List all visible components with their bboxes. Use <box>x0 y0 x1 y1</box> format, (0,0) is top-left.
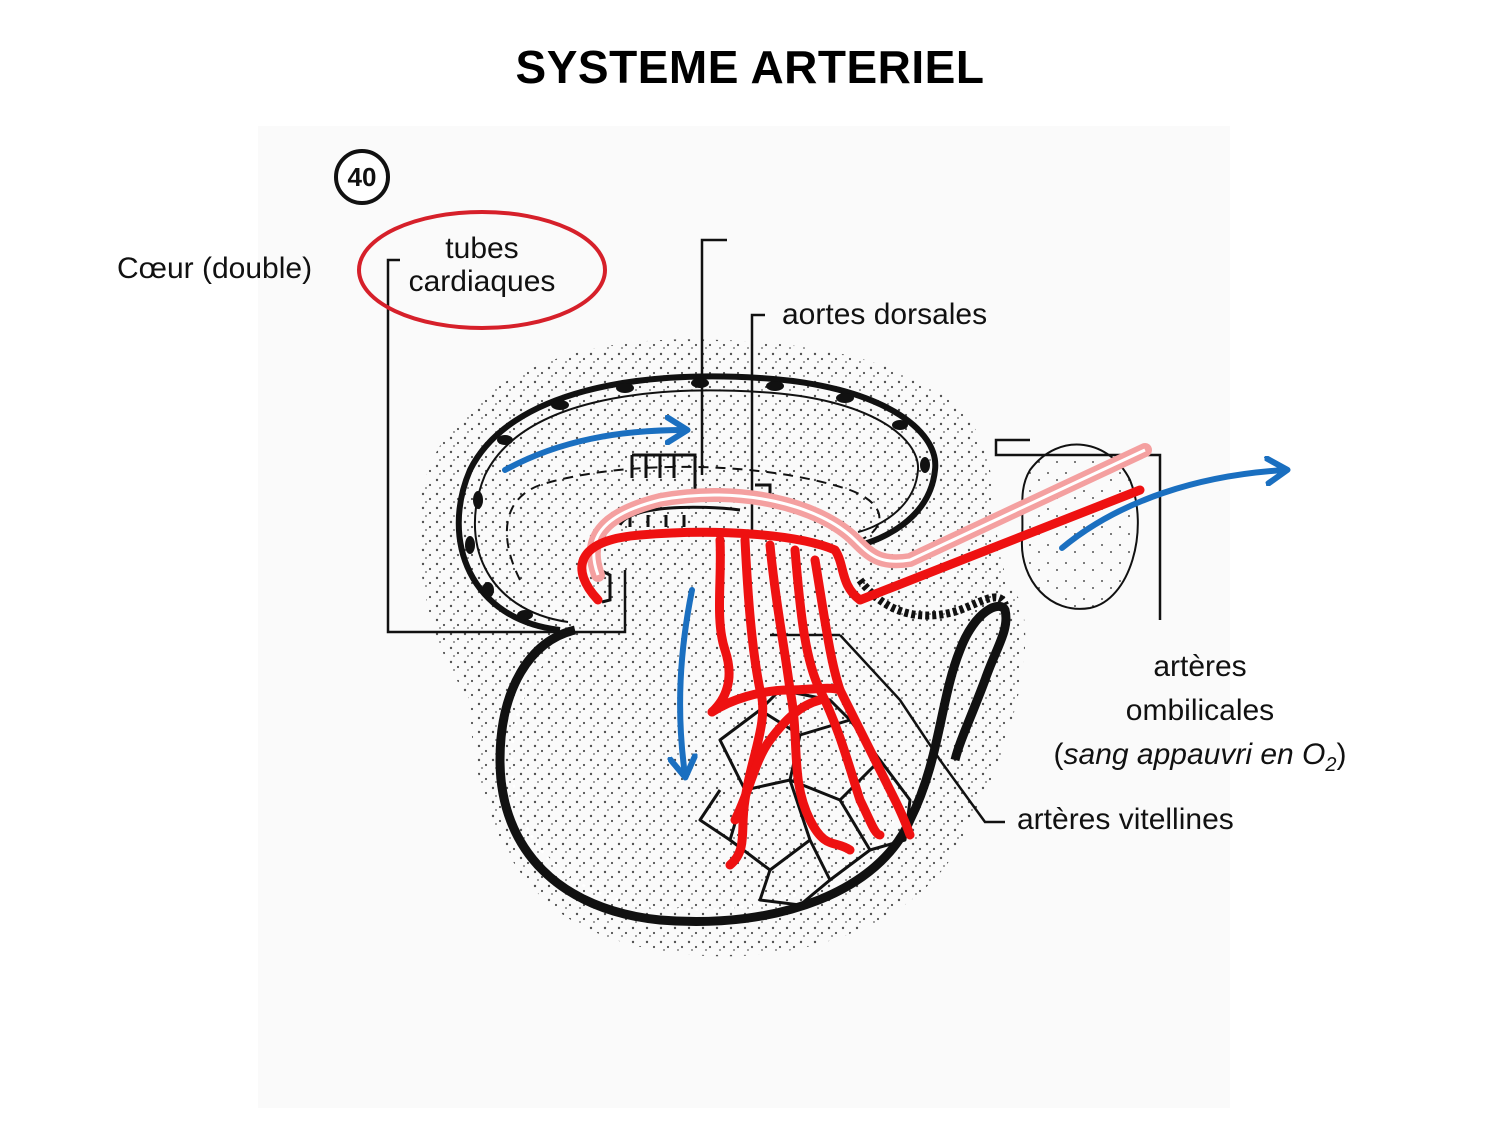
label-heart: Cœur (double) <box>117 252 313 285</box>
vitelline-branch-5 <box>810 555 915 840</box>
label-umbilical-line2: ombilicales <box>1125 694 1275 727</box>
highlight-ellipse <box>357 210 607 330</box>
label-cardiac-tubes: tubes cardiaques <box>392 232 572 298</box>
dorsal-aorta-red <box>577 485 1145 605</box>
label-umbilical-line1: artères <box>1153 650 1247 683</box>
label-dorsal-aortas: aortes dorsales <box>782 298 988 331</box>
gut-wall <box>856 577 1009 620</box>
flow-arrow-down-vitelline <box>680 587 692 775</box>
umbilical-note-italic: sang appauvri en O2 <box>1063 738 1337 776</box>
umbilical-note-sub: 2 <box>1325 754 1337 776</box>
vitelline-cross-1 <box>707 683 845 717</box>
figure-number-badge: 40 <box>334 149 390 205</box>
label-vitelline-arteries: artères vitellines <box>1017 803 1234 836</box>
flow-arrow-to-heart <box>502 430 685 473</box>
vitelline-branch-4 <box>790 545 885 840</box>
label-cardiac-tubes-line1: tubes <box>445 232 519 265</box>
amnion-outline <box>455 373 939 633</box>
vitelline-branch-2 <box>725 535 768 870</box>
vitelline-cross-2 <box>730 695 825 825</box>
amnion-cells <box>465 378 930 620</box>
label-cardiac-tubes-line2: cardiaques <box>408 265 556 298</box>
slide-title: SYSTEME ARTERIEL <box>515 41 985 93</box>
yolk-sac-inner <box>510 638 898 911</box>
flow-arrow-umbilical-out <box>1059 470 1285 551</box>
vitelline-branch-3 <box>765 540 855 855</box>
label-umbilical-note: (sang appauvri en O2) <box>1020 733 1380 787</box>
flow-arrows <box>502 430 1285 775</box>
umbilical-note-italic-text: sang appauvri en O <box>1063 738 1326 771</box>
red-arteries <box>577 485 1145 870</box>
umbilical-note-open: ( <box>1053 738 1064 771</box>
vitelline-branch-1 <box>707 535 734 717</box>
umbilical-note-close: ) <box>1336 738 1347 771</box>
yolk-sac <box>495 601 1011 927</box>
figure-number-text: 40 <box>348 162 377 192</box>
label-umbilical-arteries: artères ombilicales (sang appauvri en O2… <box>1020 645 1380 787</box>
dorsal-aorta-pale-core <box>592 448 1146 576</box>
